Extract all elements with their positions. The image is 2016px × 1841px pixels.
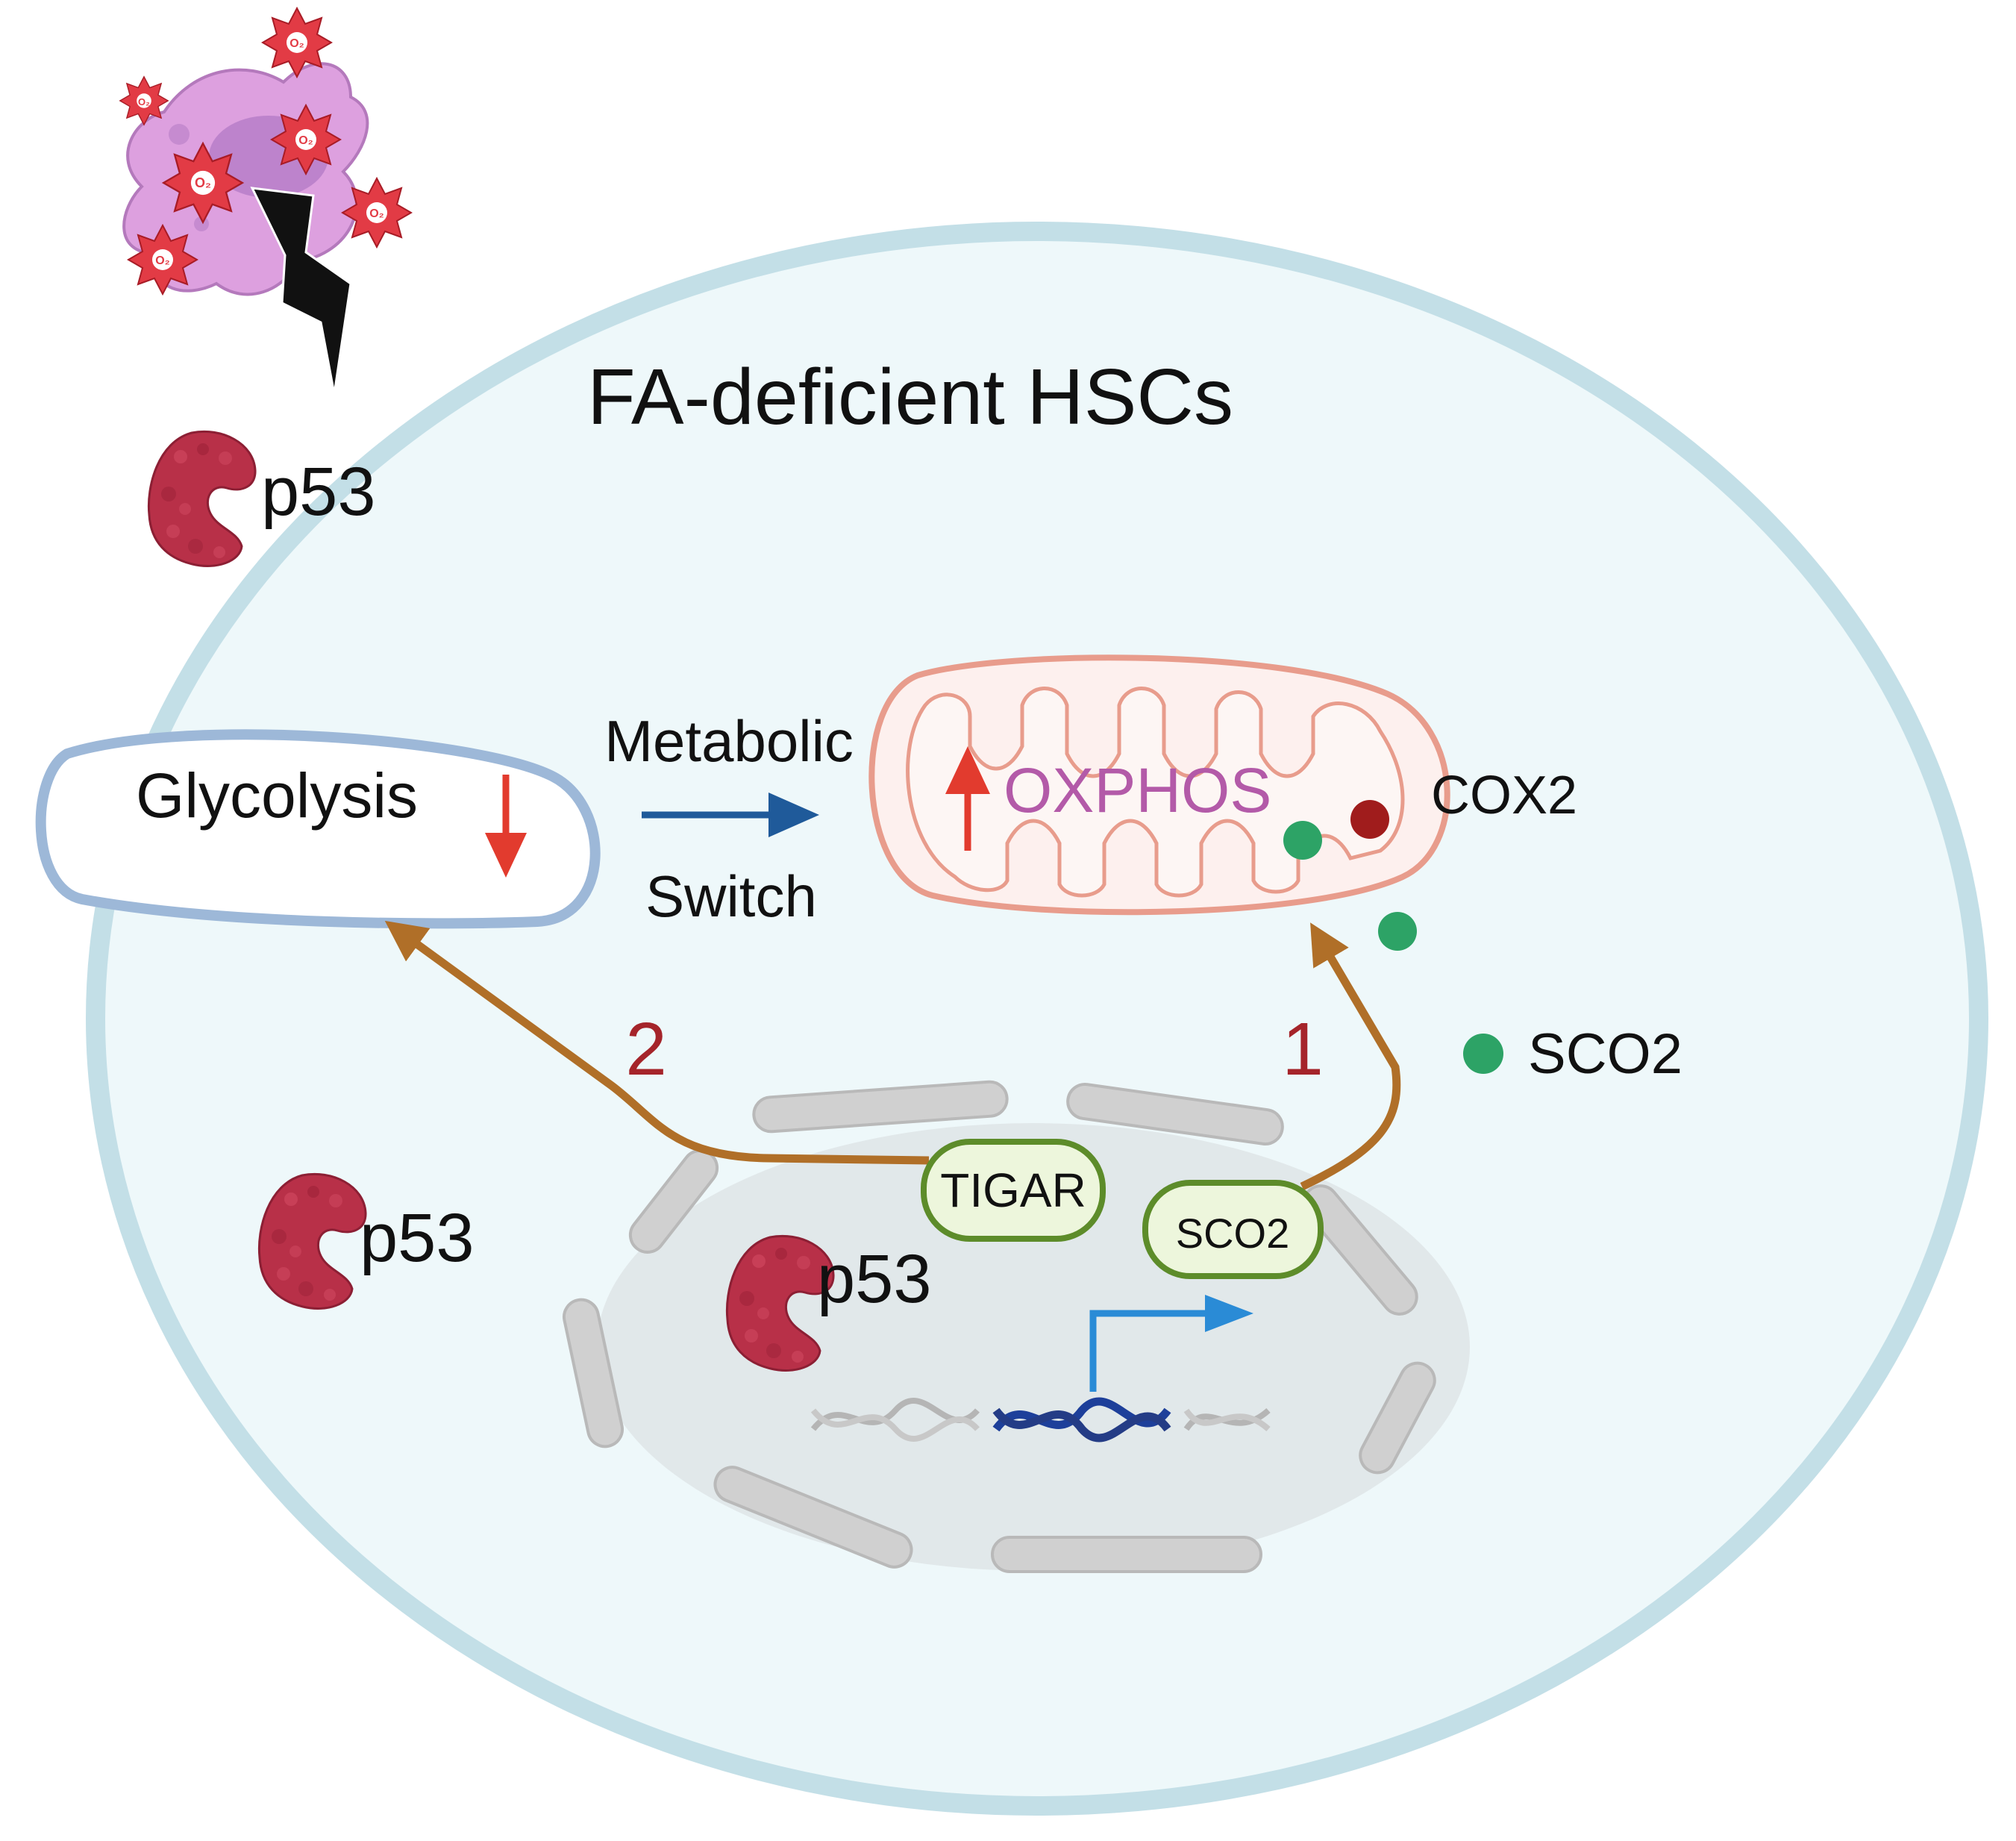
- p53-label-cytoplasm: p53: [360, 1200, 475, 1276]
- sco2-legend-dot: [1463, 1034, 1503, 1074]
- p53-protein-icon: [147, 430, 257, 568]
- pathway-arrow-1: [1300, 922, 1401, 1190]
- oxphos-label: OXPHOS: [1004, 755, 1271, 825]
- pathway-number-1: 1: [1282, 1007, 1324, 1091]
- tigar-gene-box: [921, 1139, 1106, 1242]
- sco2-dot-free: [1378, 912, 1417, 951]
- o2-label: O₂: [289, 37, 304, 50]
- glycolysis-compartment: [35, 729, 601, 929]
- o2-label: O₂: [155, 254, 170, 267]
- nuclear-envelope: [562, 1080, 1436, 1573]
- sco2-gene-box: [1142, 1180, 1324, 1279]
- o2-label: O₂: [195, 175, 211, 190]
- o2-label: O₂: [369, 207, 384, 220]
- switch-label: Switch: [645, 863, 817, 929]
- ros-o2-icons: O₂ O₂ O₂ O₂ O₂ O₂: [119, 7, 412, 295]
- sco2-dot-in-mitochondrion: [1283, 821, 1322, 860]
- diagram-title: FA-deficient HSCs: [587, 353, 1233, 441]
- sco2-gene-label: SCO2: [1176, 1210, 1290, 1257]
- oxphos-up-arrow-icon: [945, 746, 990, 851]
- o2-label: O₂: [138, 96, 150, 107]
- metabolic-switch-arrow-icon: [642, 793, 819, 837]
- lightning-bolt-icon: [250, 187, 352, 395]
- p53-label-nucleus: p53: [817, 1241, 932, 1317]
- p53-label-top: p53: [261, 454, 376, 530]
- dna-helix-icon: [810, 1397, 1271, 1443]
- pathway-arrow-2: [384, 920, 930, 1165]
- pathway-number-2: 2: [625, 1007, 667, 1091]
- cox2-label: COX2: [1431, 766, 1577, 825]
- transcription-start-arrow-icon: [1089, 1295, 1253, 1392]
- cell-membrane: [86, 222, 1988, 1816]
- cox2-dot: [1350, 800, 1389, 839]
- glycolysis-label: Glycolysis: [136, 760, 418, 831]
- metabolic-label: Metabolic: [604, 708, 854, 774]
- o2-label: O₂: [298, 134, 313, 147]
- sco2-legend-label: SCO2: [1528, 1022, 1682, 1086]
- tigar-gene-label: TIGAR: [940, 1163, 1086, 1217]
- glycolysis-down-arrow-icon: [485, 775, 527, 878]
